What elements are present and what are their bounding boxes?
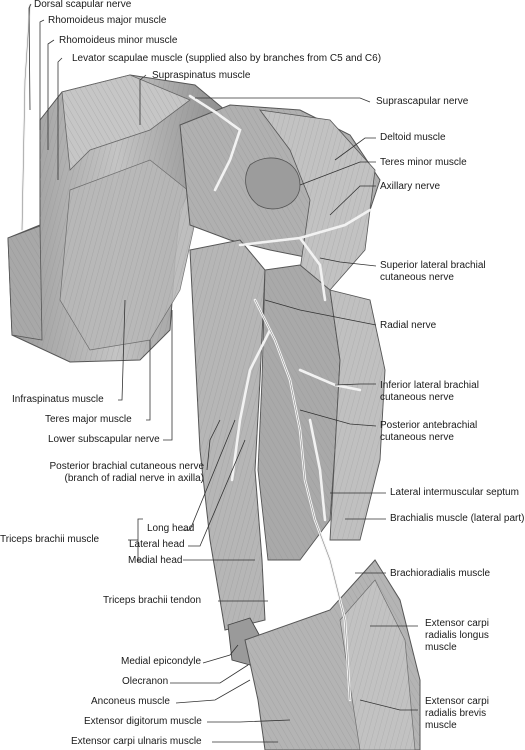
label-ecrb-line2: radialis brevis xyxy=(425,708,487,719)
label-sup-lat-brachial-line1: Superior lateral brachial xyxy=(380,260,486,271)
label-lat-intermuscular: Lateral intermuscular septum xyxy=(390,487,519,498)
label-anconeus: Anconeus muscle xyxy=(91,696,170,707)
label-post-antebrachial-line1: Posterior antebrachial xyxy=(380,420,478,431)
label-post-brachial-line2: (branch of radial nerve in axilla) xyxy=(64,473,204,484)
label-triceps: Triceps brachii muscle xyxy=(0,534,100,545)
label-brachialis: Brachialis muscle (lateral part) xyxy=(390,513,525,524)
label-supraspinatus: Supraspinatus muscle xyxy=(152,70,251,81)
upper-arm xyxy=(189,239,386,631)
label-radial-nerve: Radial nerve xyxy=(380,320,437,331)
label-ecrb: Extensor carpi radialis brevis muscle xyxy=(425,696,489,732)
label-axillary-nerve: Axillary nerve xyxy=(380,181,441,192)
label-medial-epicondyle: Medial epicondyle xyxy=(121,656,202,667)
shoulder-muscles xyxy=(179,104,381,291)
label-inf-lat-brachial: Inferior lateral brachial cutaneous nerv… xyxy=(380,380,479,404)
label-ecrl-line3: muscle xyxy=(425,642,457,653)
label-ecrb-line3: muscle xyxy=(425,720,457,731)
label-ecrb-line1: Extensor carpi xyxy=(425,696,489,707)
label-rhomboideus-major: Rhomoideus major muscle xyxy=(48,15,167,26)
forearm xyxy=(227,559,421,750)
label-lower-subscapular: Lower subscapular nerve xyxy=(48,434,160,445)
label-medial-head: Medial head xyxy=(128,555,183,566)
label-brachioradialis: Brachioradialis muscle xyxy=(390,568,491,579)
leader-lines xyxy=(28,3,418,743)
label-post-brachial-line1: Posterior brachial cutaneous nerve xyxy=(49,461,204,472)
scapular-muscles xyxy=(7,74,226,363)
label-lateral-head: Lateral head xyxy=(129,539,185,550)
label-teres-major: Teres major muscle xyxy=(45,414,132,425)
label-levator-scapulae: Levator scapulae muscle (supplied also b… xyxy=(72,53,382,64)
label-post-antebrachial: Posterior antebrachial cutaneous nerve xyxy=(380,420,477,444)
label-infraspinatus: Infraspinatus muscle xyxy=(12,394,104,405)
label-sup-lat-brachial: Superior lateral brachial cutaneous nerv… xyxy=(380,260,486,284)
label-inf-lat-brachial-line2: cutaneous nerve xyxy=(380,392,454,403)
label-deltoid: Deltoid muscle xyxy=(380,132,446,143)
label-dorsal-scapular-nerve: Dorsal scapular nerve xyxy=(34,0,132,10)
label-sup-lat-brachial-line2: cutaneous nerve xyxy=(380,272,454,283)
label-triceps-tendon: Triceps brachii tendon xyxy=(103,595,202,606)
label-ext-carpi-ulnaris: Extensor carpi ulnaris muscle xyxy=(71,736,202,747)
label-ecrl: Extensor carpi radialis longus muscle xyxy=(425,618,489,654)
label-post-antebrachial-line2: cutaneous nerve xyxy=(380,432,454,443)
label-ecrl-line1: Extensor carpi xyxy=(425,618,489,629)
nerve-outlines xyxy=(21,4,351,701)
label-ecrl-line2: radialis longus xyxy=(425,630,489,641)
label-inf-lat-brachial-line1: Inferior lateral brachial xyxy=(380,380,479,391)
label-post-brachial: Posterior brachial cutaneous nerve (bran… xyxy=(30,461,204,485)
label-long-head: Long head xyxy=(147,523,195,534)
label-teres-minor: Teres minor muscle xyxy=(380,157,467,168)
label-rhomboideus-minor: Rhomoideus minor muscle xyxy=(59,35,178,46)
label-suprascapular-nerve: Suprascapular nerve xyxy=(376,96,469,107)
label-olecranon: Olecranon xyxy=(122,676,169,687)
label-ext-digitorum: Extensor digitorum muscle xyxy=(84,716,202,727)
